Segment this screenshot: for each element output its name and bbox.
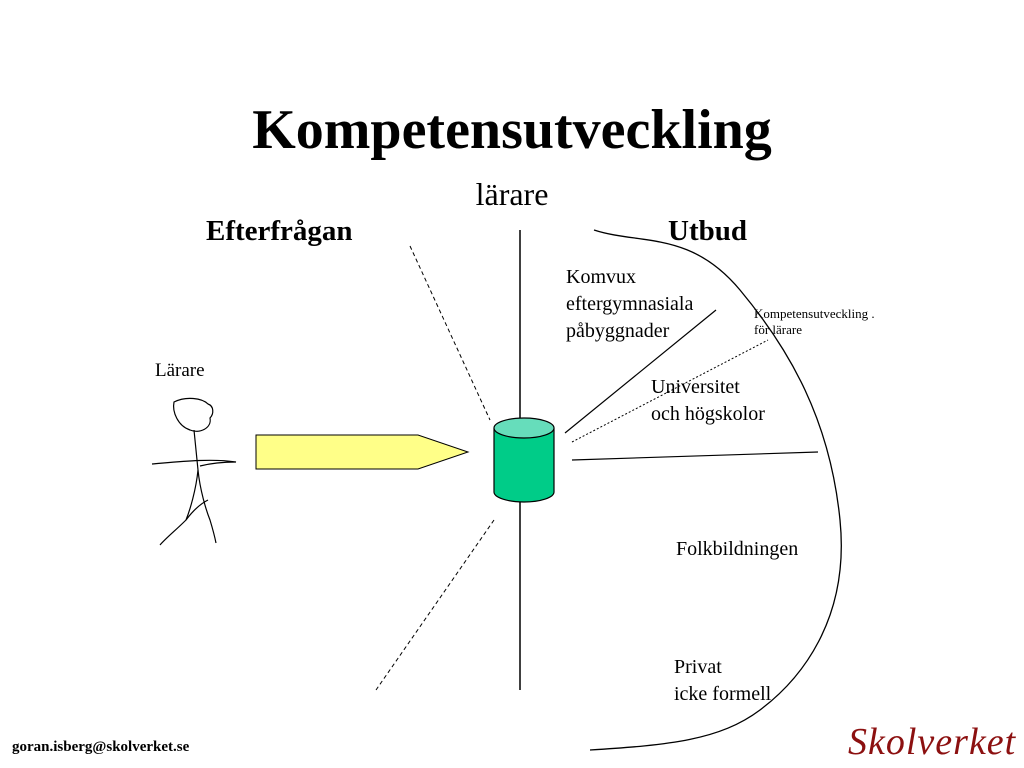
supply-boundary-curve — [589, 229, 842, 751]
dotted-line-to-note — [571, 339, 769, 443]
competence-cylinder — [493, 417, 555, 503]
provider-komvux-line: eftergymnasiala — [566, 293, 694, 315]
provider-folkbildning: Folkbildningen — [676, 536, 798, 563]
provider-privat-line: icke formell — [674, 683, 772, 705]
provider-universitet-line: och högskolor — [651, 403, 765, 425]
competence-note-line: Kompetensutveckling . — [754, 306, 875, 321]
footer-email[interactable]: goran.isberg@skolverket.se — [12, 739, 190, 755]
supply-heading: Utbud — [668, 215, 747, 247]
provider-komvux: Komvux eftergymnasiala påbyggnader — [566, 264, 693, 345]
provider-privat-line: Privat — [674, 656, 722, 678]
line-to-folkbildning — [571, 451, 819, 461]
demand-heading: Efterfrågan — [206, 215, 353, 247]
page-title: Kompetensutveckling — [252, 99, 772, 161]
page-subtitle: lärare — [475, 176, 549, 212]
skolverket-logo: Skolverket — [848, 721, 1017, 763]
provider-komvux-line: Komvux — [566, 266, 636, 288]
demand-arrow — [255, 434, 470, 470]
provider-komvux-line: påbyggnader — [566, 320, 670, 342]
line-to-komvux — [564, 309, 717, 434]
teacher-label: Lärare — [155, 360, 205, 381]
dashed-line-lower — [375, 519, 495, 691]
competence-note-line: för lärare — [754, 322, 802, 337]
competence-note: Kompetensutveckling . för lärare — [754, 306, 875, 338]
provider-folkbildning-line: Folkbildningen — [676, 538, 799, 560]
provider-universitet: Universitet och högskolor — [651, 374, 765, 428]
teacher-figure — [151, 397, 237, 546]
dashed-line-upper — [409, 245, 491, 421]
provider-universitet-line: Universitet — [651, 376, 740, 398]
provider-privat: Privat icke formell — [674, 654, 771, 708]
